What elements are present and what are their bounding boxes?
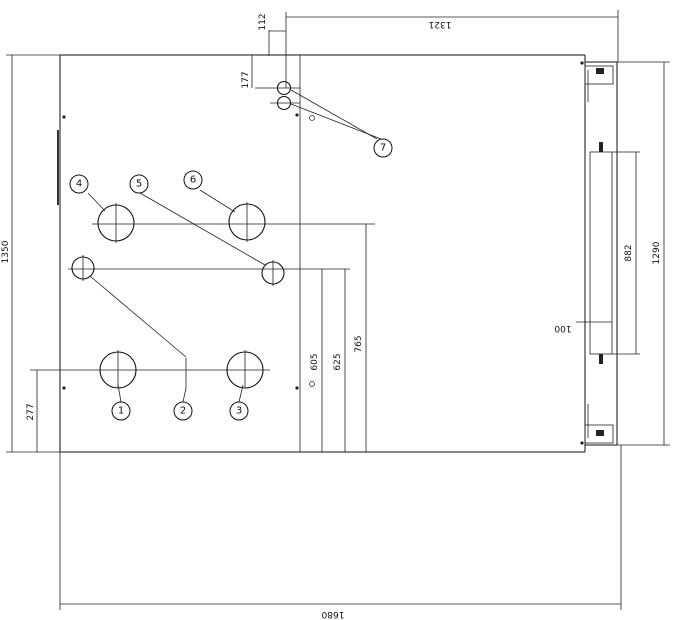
- plate-markers: [62, 61, 584, 445]
- callout-3: 3: [236, 406, 242, 417]
- callout-6: 6: [190, 175, 196, 186]
- dim-277: 277: [26, 403, 36, 420]
- dim-605: 605: [310, 353, 320, 370]
- holes: [71, 80, 292, 389]
- dim-right-small: 100: [554, 323, 571, 333]
- center-lines: [30, 87, 375, 388]
- dim-top-width: 1321: [429, 19, 452, 29]
- dimension-labels: 1321 1680 1350 1290 882 100 112 177 277 …: [1, 13, 662, 619]
- callout-badges: 1 2 3 4 5 6 7: [69, 138, 393, 421]
- callout-7: 7: [380, 143, 386, 154]
- callout-5: 5: [136, 179, 142, 190]
- callout-4: 4: [76, 179, 82, 190]
- dim-765: 765: [354, 335, 364, 352]
- dim-112: 112: [258, 13, 268, 30]
- dim-left-height: 1350: [1, 240, 11, 263]
- dim-right-height: 1290: [652, 241, 662, 264]
- callout-2: 2: [180, 406, 186, 417]
- dim-bottom-width: 1680: [321, 609, 344, 619]
- leader-lines: [87, 89, 382, 403]
- dimension-lines: [6, 10, 670, 610]
- dim-625: 625: [333, 353, 343, 370]
- dim-177: 177: [241, 71, 251, 88]
- right-flange: [584, 61, 618, 446]
- plate-outline: [57, 54, 586, 453]
- callout-1: 1: [118, 406, 124, 417]
- dim-right-inner: 882: [624, 244, 634, 261]
